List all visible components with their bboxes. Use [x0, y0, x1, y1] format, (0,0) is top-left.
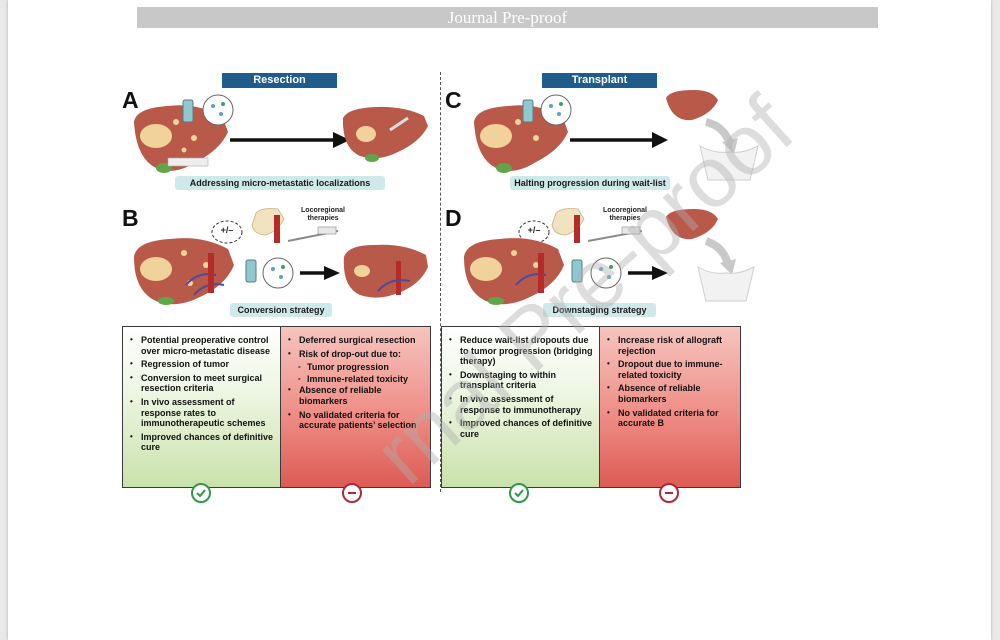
resected-liver-icon	[342, 106, 428, 159]
journal-header-bar: Journal Pre-proof	[137, 7, 878, 28]
transplant-arrow-icon	[704, 237, 732, 267]
combo-label-d: +/–	[527, 225, 541, 235]
list-item: Downstaging to within transplant criteri…	[448, 370, 594, 391]
transplant-arrow-icon	[704, 118, 734, 146]
locoregional-label-b: Locoregional therapies	[301, 207, 345, 222]
panel-divider	[440, 72, 441, 492]
panel-b-illustration	[134, 208, 428, 305]
liver-icon	[474, 105, 568, 171]
iv-bag-icon	[245, 259, 257, 283]
immune-cells-icon	[590, 257, 622, 289]
list-item: Improved chances of definitive cure	[129, 432, 274, 453]
list-item: Dropout due to immune-related toxicity	[606, 359, 734, 380]
list-item: Reduce wait-list dropouts due to tumor p…	[448, 335, 594, 367]
combo-label-b: +/–	[220, 225, 234, 235]
donor-liver-icon	[666, 209, 718, 240]
section-title-resection: Resection	[222, 73, 337, 88]
panel-letter-c: C	[445, 87, 462, 113]
panel-d-illustration	[464, 208, 755, 305]
list-item: Increase risk of allograft rejection	[606, 335, 734, 356]
list-item: Potential preoperative control over micr…	[129, 335, 274, 356]
panel-letter-a: A	[122, 87, 139, 113]
caption-panel-b: Conversion strategy	[230, 303, 332, 317]
gallbladder-icon	[496, 163, 512, 173]
liver-icon	[134, 105, 228, 171]
iv-bag-icon	[522, 99, 534, 123]
list-item: Absence of reliable biomarkers	[287, 385, 424, 406]
recipient-torso-icon	[697, 266, 755, 302]
check-icon	[191, 483, 211, 503]
minus-icon	[659, 483, 679, 503]
document-page: Journal Pre-proof Resection Transplant A…	[8, 0, 991, 640]
iv-bag-icon	[182, 99, 194, 123]
tumor-icon	[140, 257, 172, 281]
recipient-torso-icon	[699, 145, 759, 181]
panel-a-illustration	[134, 94, 428, 173]
immune-cells-icon	[262, 257, 294, 289]
donor-liver-icon	[666, 90, 718, 121]
transplant-cons-box: Increase risk of allograft rejectionDrop…	[599, 326, 741, 488]
resection-pros-box: Potential preoperative control over micr…	[122, 326, 281, 488]
immune-cells-icon	[202, 94, 234, 126]
gallbladder-icon	[488, 297, 504, 305]
list-item: Conversion to meet surgical resection cr…	[129, 373, 274, 394]
list-item: No validated criteria for accurate B	[606, 408, 734, 429]
transplant-pros-box: Reduce wait-list dropouts due to tumor p…	[441, 326, 601, 488]
panel-letter-d: D	[445, 205, 462, 231]
sub-list-item: Immune-related toxicity	[287, 374, 424, 385]
sub-list-item: Tumor progression	[287, 362, 424, 373]
panel-c-illustration	[474, 90, 759, 181]
converted-liver-icon	[343, 244, 428, 298]
tumor-icon	[480, 124, 512, 148]
check-icon	[509, 483, 529, 503]
list-item: No validated criteria for accurate patie…	[287, 410, 424, 431]
list-item: In vivo assessment of response rates to …	[129, 397, 274, 429]
resection-cons-box: Deferred surgical resectionRisk of drop-…	[280, 326, 431, 488]
iv-bag-icon	[571, 259, 583, 283]
panel-letter-b: B	[122, 205, 139, 231]
tumor-icon	[140, 124, 172, 148]
list-item: Regression of tumor	[129, 359, 274, 370]
list-item: In vivo assessment of response to immuno…	[448, 394, 594, 415]
section-title-transplant: Transplant	[542, 73, 657, 88]
immune-cells-icon	[540, 94, 572, 126]
minus-icon	[342, 483, 362, 503]
list-item: Improved chances of definitive cure	[448, 418, 594, 439]
caption-panel-c: Halting progression during wait-list	[510, 176, 670, 190]
locoregional-label-d: Locoregional therapies	[603, 207, 647, 222]
list-item: Risk of drop-out due to:	[287, 349, 424, 360]
caption-panel-d: Downstaging strategy	[543, 303, 656, 317]
tumor-icon	[470, 257, 502, 281]
list-item: Absence of reliable biomarkers	[606, 383, 734, 404]
list-item: Deferred surgical resection	[287, 335, 424, 346]
gallbladder-icon	[158, 297, 174, 305]
caption-panel-a: Addressing micro-metastatic localization…	[175, 176, 385, 190]
